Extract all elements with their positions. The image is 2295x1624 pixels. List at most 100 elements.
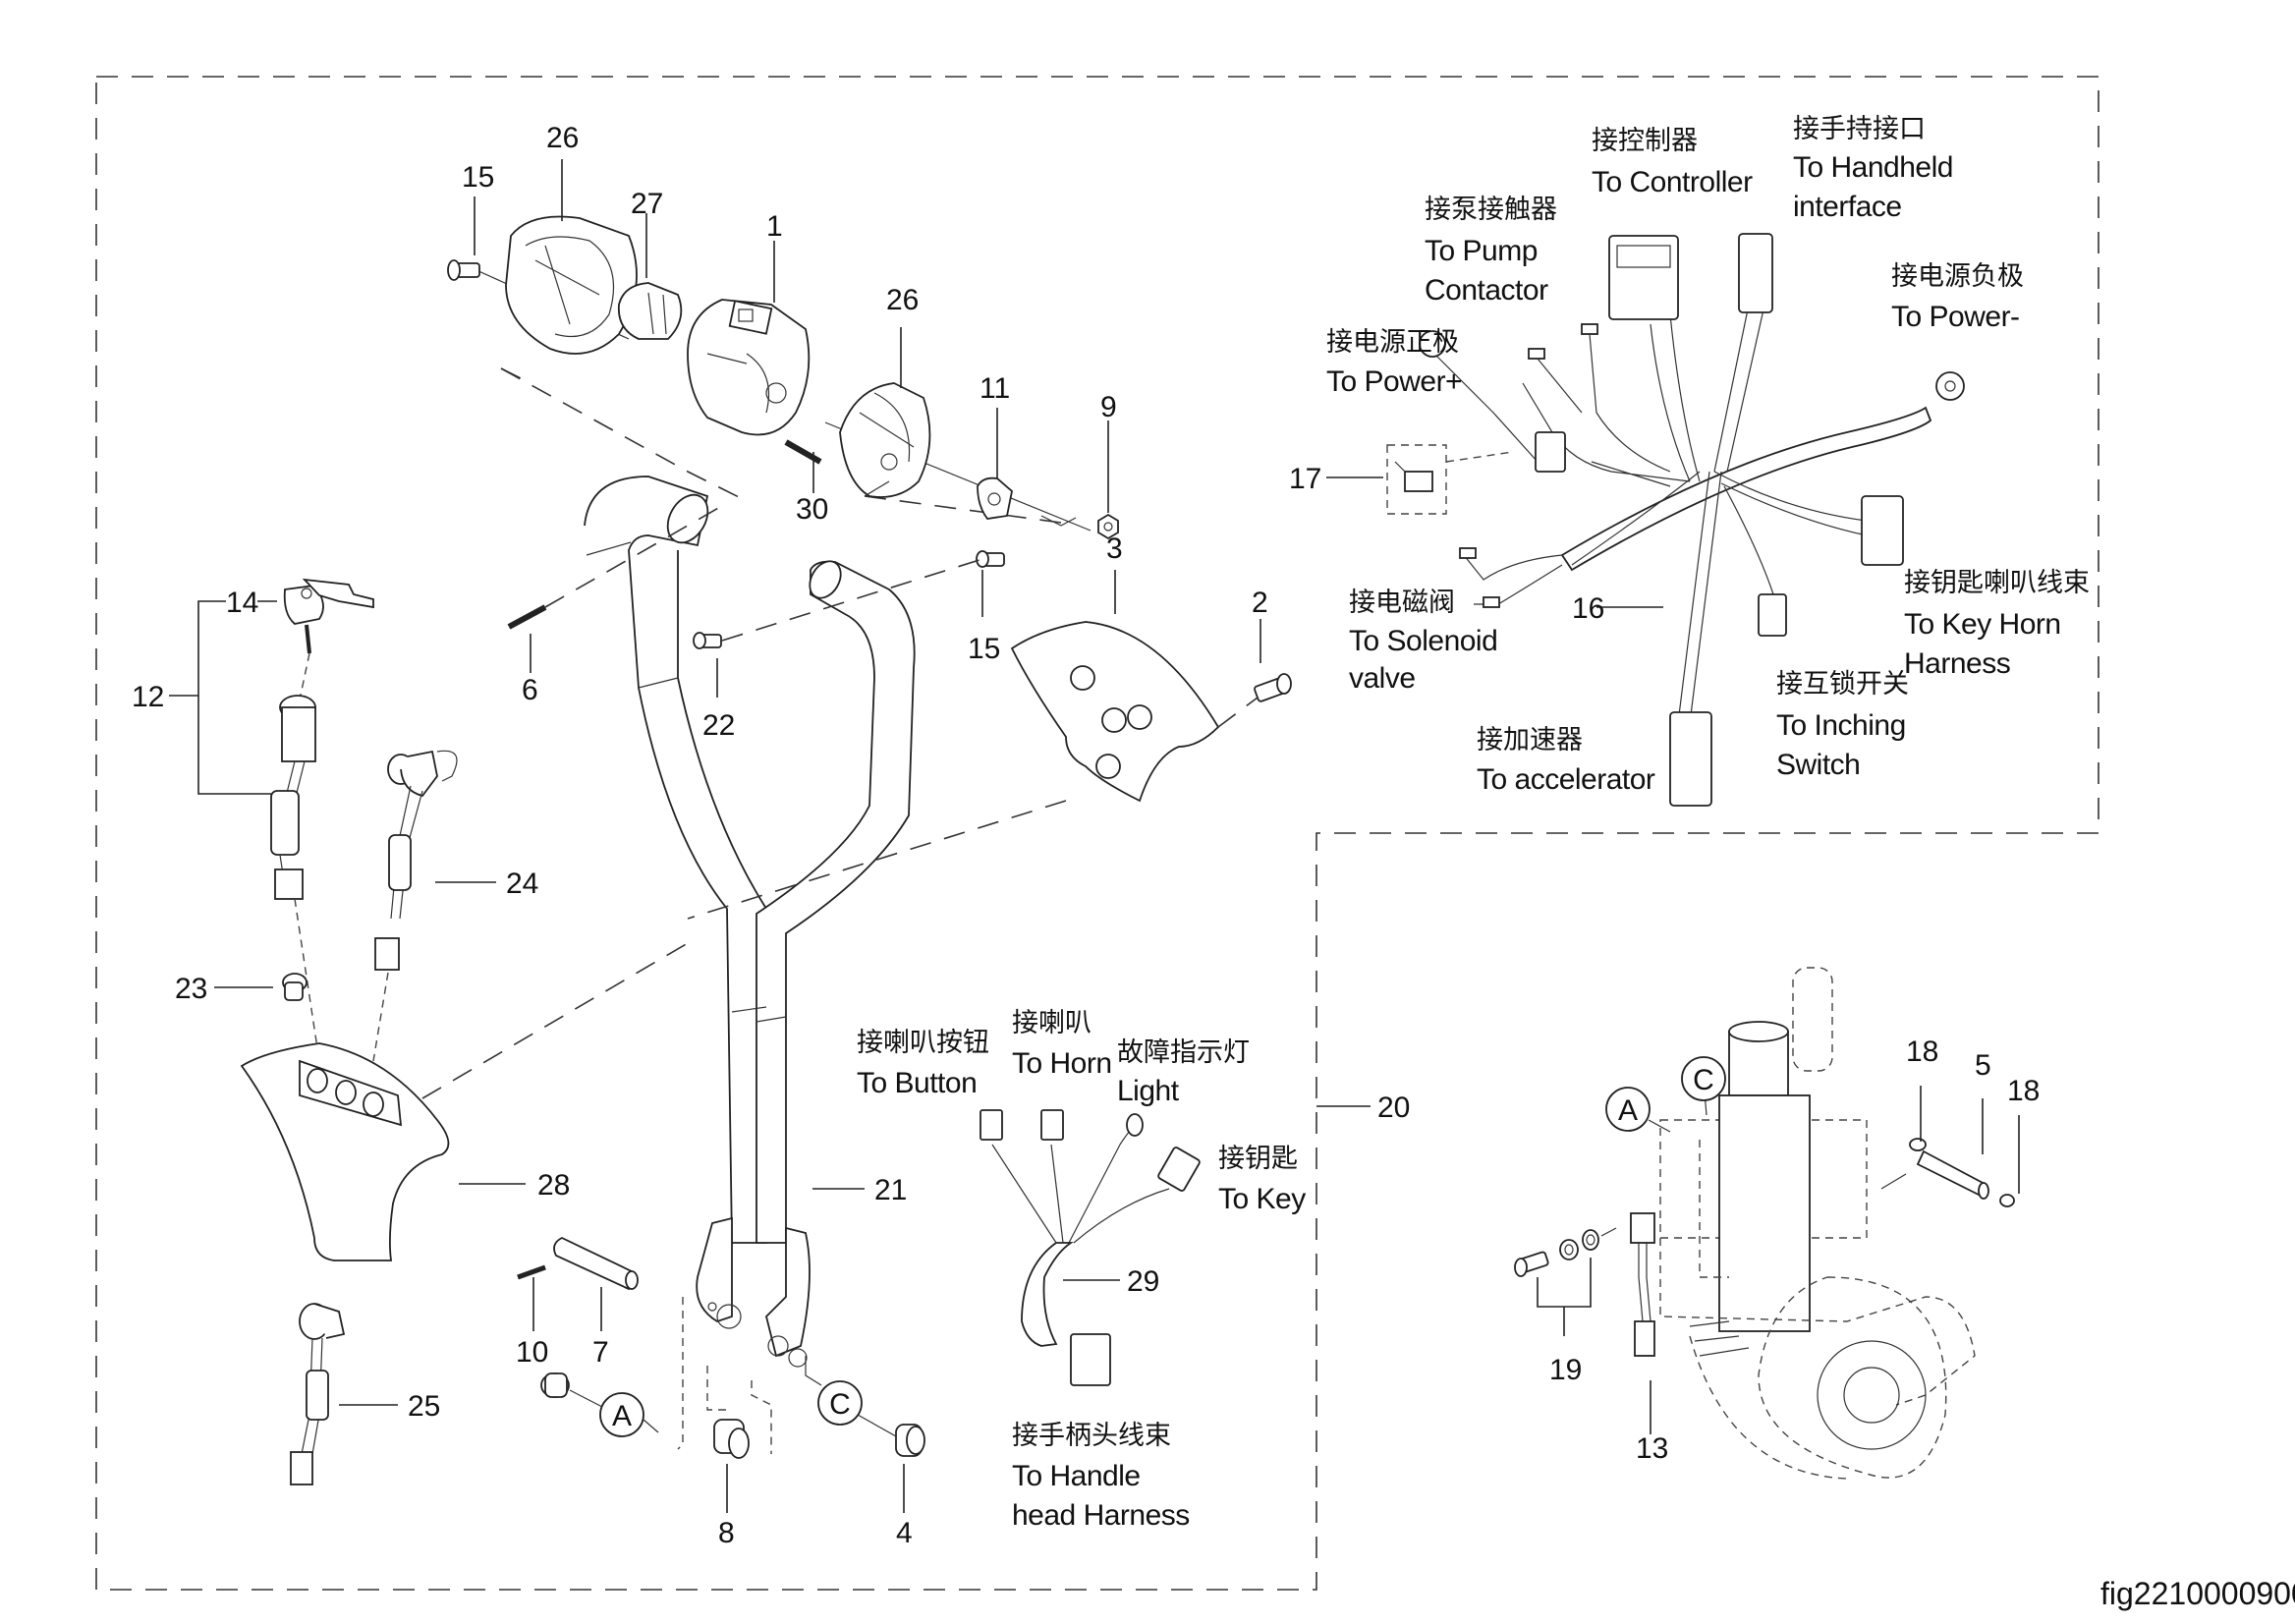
svg-text:To Handheld: To Handheld — [1793, 151, 1953, 184]
key-switch-part-12 — [270, 578, 374, 900]
callout-numbers: 15 26 27 1 26 30 11 9 3 2 15 6 22 14 12 … — [132, 122, 2040, 1549]
svg-text:head Harness: head Harness — [1012, 1499, 1190, 1532]
svg-text:接泵接触器: 接泵接触器 — [1425, 195, 1557, 225]
callout-22: 22 — [702, 709, 735, 742]
callout-18: 18 — [2007, 1075, 2040, 1107]
callout-15: 15 — [968, 633, 1000, 665]
callout-9: 9 — [1100, 391, 1117, 423]
label-to-horn: 接喇叭 To Horn — [1012, 1008, 1112, 1080]
svg-text:Harness: Harness — [1904, 647, 2010, 680]
label-to-key-horn-harness: 接钥匙喇叭线束 To Key Horn Harness — [1904, 568, 2090, 680]
callout-17: 17 — [1289, 463, 1321, 495]
harness29-labels: 接喇叭按钮 To Button 接喇叭 To Horn 故障指示灯 Light … — [857, 1008, 1307, 1532]
button-part-23 — [282, 973, 308, 1001]
label-to-key: 接钥匙 To Key — [1218, 1144, 1307, 1215]
main-harness-part-16 — [1419, 233, 1965, 807]
cover-part-3 — [1010, 621, 1220, 803]
callout-13: 13 — [1636, 1432, 1668, 1465]
drive-unit — [1630, 967, 1976, 1480]
svg-text:接互锁开关: 接互锁开关 — [1776, 669, 1909, 700]
cover-part-26-right — [839, 382, 931, 498]
bushing-part-a — [540, 1372, 570, 1398]
svg-text:To accelerator: To accelerator — [1477, 763, 1655, 796]
svg-text:interface: interface — [1793, 191, 1902, 223]
screw-part-15b — [976, 550, 1005, 568]
callout-15: 15 — [462, 161, 494, 194]
svg-text:接加速器: 接加速器 — [1477, 725, 1583, 756]
svg-text:To Power-: To Power- — [1891, 301, 2020, 333]
leader-lines — [214, 159, 2020, 1513]
nut-part-9 — [1097, 513, 1119, 540]
sensor-part-25 — [290, 1303, 346, 1485]
callout-14: 14 — [226, 587, 258, 619]
pin-part-30 — [784, 439, 822, 465]
marker-a-left: A — [612, 1400, 632, 1432]
svg-text:To Power+: To Power+ — [1326, 365, 1462, 398]
svg-text:Contactor: Contactor — [1425, 274, 1548, 307]
bolt-washers-part-19 — [1514, 1227, 1617, 1336]
assembly-boundary — [95, 76, 2099, 1591]
svg-text:To Key Horn: To Key Horn — [1904, 608, 2061, 641]
svg-text:To Solenoid: To Solenoid — [1349, 625, 1497, 657]
pin-part-10 — [517, 1264, 546, 1280]
label-to-accelerator: 接加速器 To accelerator — [1477, 725, 1655, 796]
callout-10: 10 — [516, 1336, 548, 1369]
harness16-labels: 接控制器 To Controller 接手持接口 To Handheld int… — [1326, 114, 2090, 796]
bracket-12 — [197, 600, 271, 795]
svg-text:To Horn: To Horn — [1012, 1047, 1112, 1080]
screw-part-2 — [1254, 673, 1292, 702]
marker-c-right: C — [1693, 1064, 1714, 1096]
callout-18: 18 — [1906, 1036, 1938, 1068]
handle-frame-part-21 — [584, 476, 916, 1368]
svg-text:Light: Light — [1117, 1075, 1180, 1107]
svg-text:Switch: Switch — [1776, 749, 1860, 781]
head-assembly — [447, 215, 1119, 540]
svg-text:valve: valve — [1349, 662, 1416, 695]
callout-21: 21 — [874, 1174, 907, 1206]
assembly-line — [687, 800, 1067, 920]
svg-text:接喇叭: 接喇叭 — [1012, 1008, 1092, 1038]
switch-part-11 — [977, 476, 1013, 520]
callout-19: 19 — [1549, 1354, 1582, 1386]
assembly-line — [372, 972, 389, 1062]
callout-7: 7 — [592, 1336, 609, 1369]
marker-c-left: C — [829, 1388, 851, 1421]
assembly-line — [721, 558, 983, 642]
handle-harness-part-29 — [980, 1109, 1201, 1386]
svg-text:To Pump: To Pump — [1425, 235, 1538, 267]
figure-id: fig2210000900 — [2100, 1576, 2295, 1611]
callout-12: 12 — [132, 681, 164, 713]
svg-text:To Controller: To Controller — [1592, 166, 1753, 198]
callout-29: 29 — [1127, 1265, 1159, 1298]
callout-16: 16 — [1572, 592, 1604, 625]
pin-part-5 — [1880, 1149, 1989, 1200]
callout-8: 8 — [718, 1517, 735, 1549]
callout-1: 1 — [766, 210, 783, 243]
callout-3: 3 — [1106, 532, 1123, 565]
callout-26: 26 — [886, 284, 919, 316]
indicator-part-24 — [374, 750, 458, 971]
svg-text:接喇叭按钮: 接喇叭按钮 — [857, 1028, 989, 1058]
svg-text:接电磁阀: 接电磁阀 — [1349, 588, 1455, 618]
reference-marker-a-left: A — [569, 1389, 659, 1437]
label-to-handle-head-harness: 接手柄头线束 To Handle head Harness — [1012, 1421, 1190, 1532]
assembly-line — [421, 942, 689, 1099]
svg-text:接手柄头线束: 接手柄头线束 — [1012, 1421, 1171, 1451]
assembly-line — [1217, 697, 1259, 728]
label-to-controller: 接控制器 To Controller — [1592, 126, 1754, 198]
reference-marker-a-right: A — [1605, 1087, 1671, 1133]
pin-part-7 — [553, 1236, 639, 1290]
label-to-handheld-interface: 接手持接口 To Handheld interface — [1793, 114, 1953, 223]
svg-text:接控制器: 接控制器 — [1592, 126, 1698, 156]
fuse-part-17 — [1386, 444, 1514, 515]
callout-11: 11 — [980, 372, 1010, 405]
bushing-part-27 — [617, 282, 683, 340]
screw-part-15 — [447, 259, 480, 281]
cover-part-26-left — [505, 215, 638, 355]
svg-text:故障指示灯: 故障指示灯 — [1117, 1037, 1250, 1068]
label-to-inching-switch: 接互锁开关 To Inching Switch — [1776, 669, 1909, 781]
clip-part-18b — [1999, 1194, 2015, 1207]
label-to-power-positive: 接电源正极 To Power+ — [1326, 327, 1463, 398]
bushing-part-4 — [895, 1424, 925, 1457]
